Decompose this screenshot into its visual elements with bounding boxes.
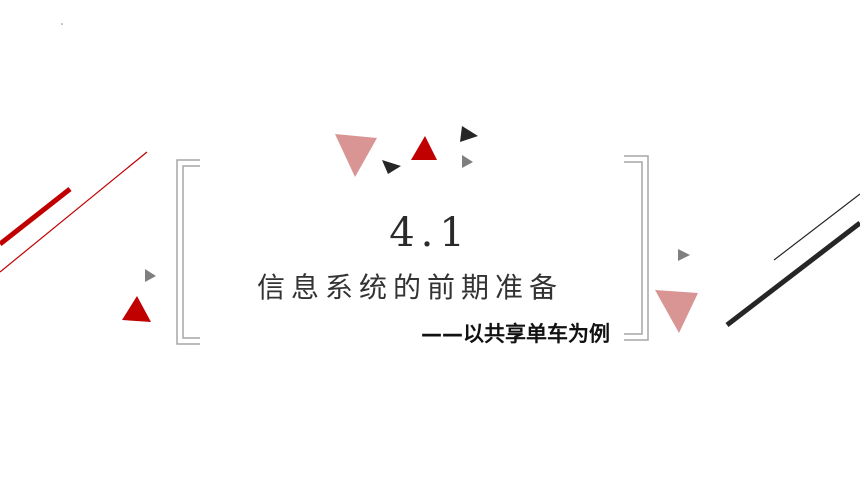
triangle-dark-top-icon	[460, 126, 478, 142]
bracket-left	[176, 159, 200, 345]
triangle-red-left-icon	[122, 296, 151, 322]
triangle-pink-right-icon	[655, 290, 698, 333]
triangle-gray-left-icon	[145, 269, 156, 282]
bracket-right	[624, 155, 649, 341]
section-number: 4.1	[389, 210, 471, 256]
triangle-gray-top-icon	[462, 155, 473, 168]
diagonal-line-left-thick	[0, 187, 72, 246]
triangle-dark-small-icon	[382, 160, 401, 174]
triangle-pink-large-icon	[335, 134, 377, 177]
diagonal-line-right-thick	[725, 221, 860, 327]
dot-decoration	[61, 23, 63, 25]
slide-title: 信息系统的前期准备	[256, 271, 563, 304]
slide-subtitle: ——以共享单车为例	[421, 322, 610, 346]
triangle-red-top-icon	[411, 136, 437, 160]
triangle-gray-right-icon	[678, 249, 690, 261]
diagonal-line-left-thin	[0, 151, 148, 273]
diagonal-line-right-thin	[773, 193, 860, 261]
